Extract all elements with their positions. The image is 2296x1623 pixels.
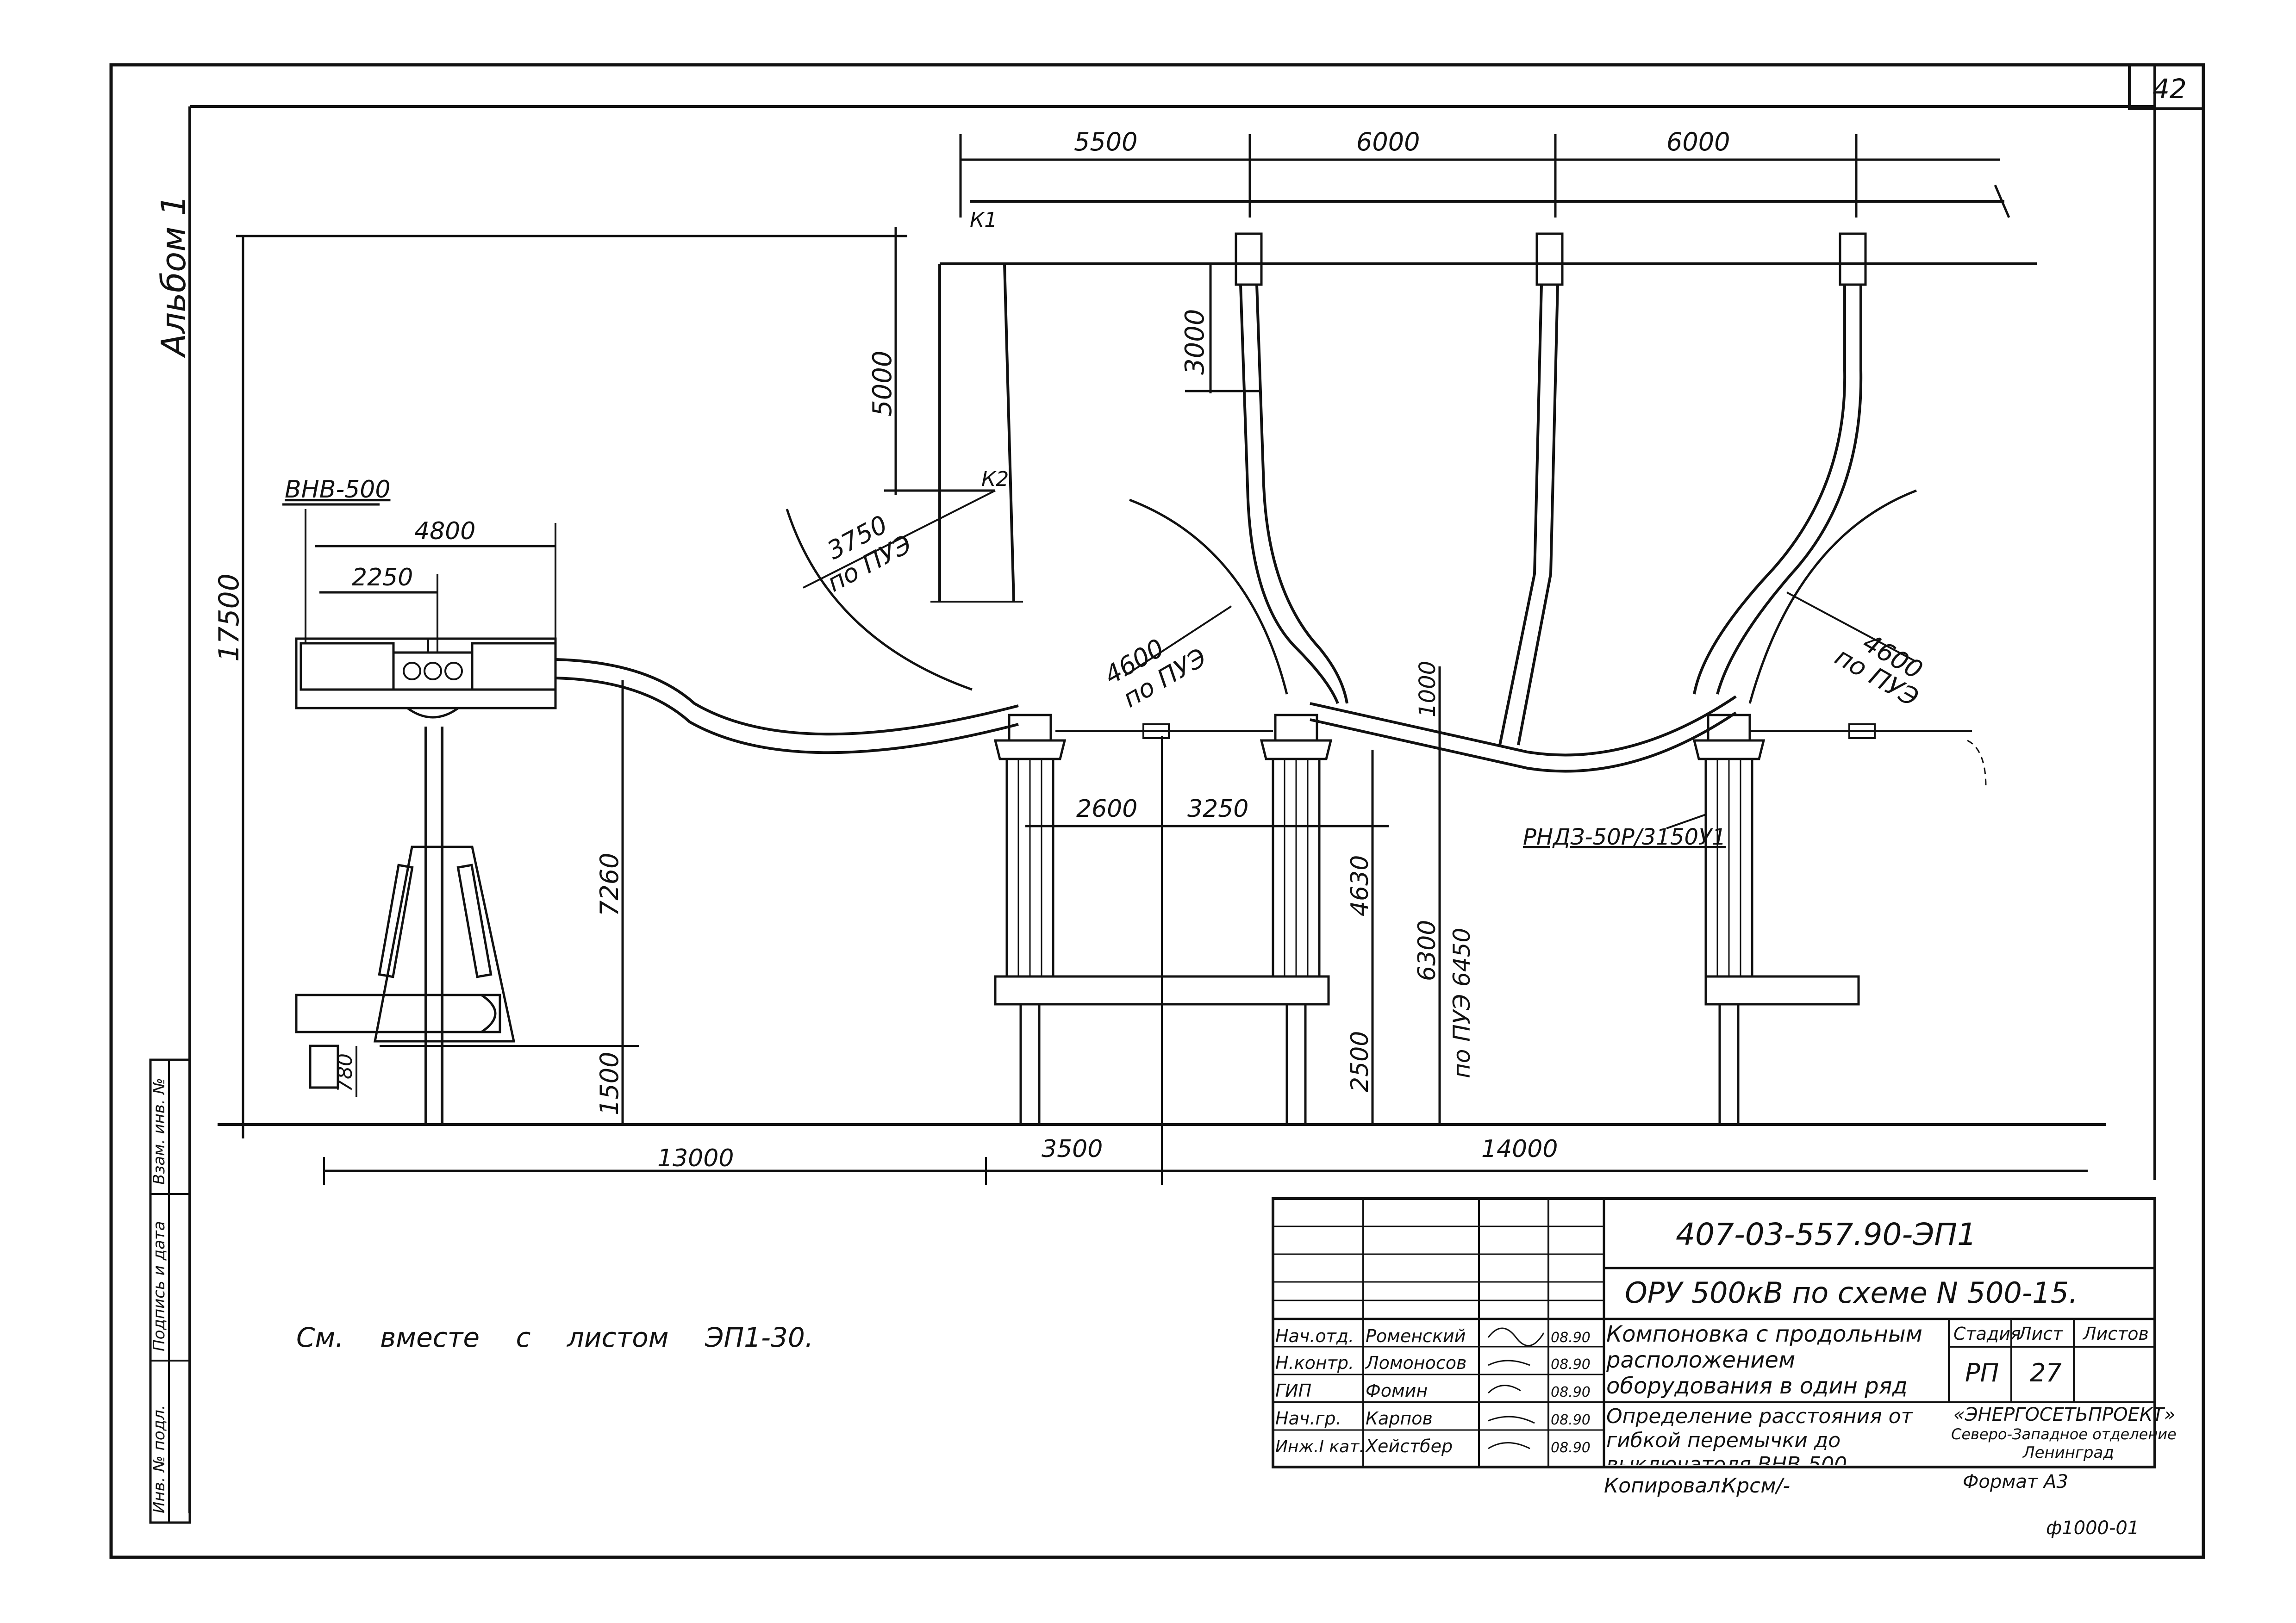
signature-scribbles [1487,1327,1545,1449]
tb-org-dept: Северо-Западное отделение [1951,1425,2177,1443]
tb-object: ОРУ 500кВ по схеме N 500-15. [1625,1276,2078,1310]
tb-role-5: Инж.I кат. [1275,1437,1365,1456]
stamp-replace-inv: Взам. инв. № [150,1078,168,1185]
dim-2600: 2600 [1076,795,1137,823]
top-dimension-chain: 5500 6000 6000 [959,127,2000,218]
tb-date-1: 08.90 [1551,1330,1591,1346]
label-k2: К2 [981,467,1009,491]
tb-name-5: Хейстбер [1365,1436,1453,1456]
dim-2250: 2250 [352,564,413,591]
dim-3250: 3250 [1187,795,1248,823]
dim-1000: 1000 [1415,661,1441,717]
dim-6450: по ПУЭ 6450 [1448,928,1475,1078]
tb-sheet-header: Лист [2017,1324,2064,1344]
dim-6000a: 6000 [1356,127,1420,156]
dim-17500: 17500 [213,573,245,662]
dim-5000-line: 5000 [867,227,995,495]
portal-column: К2 [930,263,1023,603]
stamp-inv-no: Инв. № подл. [150,1405,168,1513]
tb-name-2: Ломоносов [1365,1353,1466,1373]
dim-2500: 2500 [1346,1031,1374,1092]
dim-6300: 6300 [1413,920,1441,981]
stamp-sign-date: Подпись и дата [150,1221,168,1351]
tb-name-3: Фомин [1366,1380,1428,1401]
dim-13000: 13000 [657,1144,734,1172]
tb-role-3: ГИП [1275,1380,1311,1401]
tb-org-city: Ленинград [2022,1443,2114,1462]
sheet-number: 42 [2152,73,2187,105]
dim-1500: 1500 [595,1052,624,1115]
tb-role-2: Н.контр. [1275,1353,1354,1373]
label-k1: К1 [970,208,997,232]
breaker-dims: 4800 2250 [315,517,556,639]
tb-sheet: 27 [2030,1358,2062,1387]
tb-name-4: Карпов [1366,1408,1433,1429]
dim-780: 780 [333,1053,357,1092]
clearance-arc-3750: 3750 по ПУЭ [786,490,996,691]
disconnector-supports: РНДЗ-50Р/3150У1 [993,714,1987,1125]
album-label: Альбом 1 [154,195,193,358]
tb-role-1: Нач.отд. [1275,1326,1354,1346]
title-block: 407-03-557.90-ЭП1 ОРУ 500кВ по схеме N 5… [1272,1197,2177,1539]
side-stamp: Инв. № подл. Подпись и дата Взам. инв. № [149,1058,191,1524]
sheet-number-box: 42 [2128,63,2205,110]
tb-role-4: Нач.гр. [1275,1408,1341,1429]
tb-copied-sign: Крсм/- [1722,1474,1790,1498]
dim-7260: 7260 [595,853,624,916]
tb-copied: Копировал: [1604,1474,1727,1498]
tb-name-1: Роменский [1366,1326,1466,1346]
dim-3000-line: 3000 [1180,264,1259,393]
tb-stage: РП [1965,1358,1999,1387]
tb-sheet-title: Компоновка с продольным расположением об… [1606,1321,1922,1399]
tb-stage-header: Стадия [1953,1324,2021,1344]
flexible-jumper [555,658,1737,773]
dim-3500: 3500 [1042,1135,1103,1163]
height-dims-left: 7260 1500 780 [333,680,639,1125]
tb-format: Формат А3 [1963,1471,2068,1492]
dim-4630: 4630 [1346,855,1374,916]
tb-drawing-title: Определение расстояния от гибкой перемыч… [1606,1405,1913,1465]
middle-dims: 2600 3250 4630 2500 1000 6300 по ПУЭ 645… [1025,661,1475,1175]
dim-14000: 14000 [1481,1135,1558,1163]
dim-6000b: 6000 [1666,127,1730,156]
tb-code: 407-03-557.90-ЭП1 [1676,1217,1977,1252]
dim-3000: 3000 [1180,309,1210,375]
breaker-vnv500: ВНВ-500 [282,476,557,1125]
drop-conductors [1235,232,1867,746]
tb-date-2: 08.90 [1551,1356,1591,1373]
tb-date-3: 08.90 [1551,1384,1591,1400]
tb-sheets-header: Листов [2082,1324,2149,1344]
tb-org-name: «ЭНЕРГОСЕТЬПРОЕКТ» [1953,1404,2175,1425]
tb-date-5: 08.90 [1551,1440,1591,1456]
dim-5500: 5500 [1074,127,1137,156]
ground-and-bottom-dims: 13000 3500 14000 [218,1123,2106,1185]
dim-4800: 4800 [414,517,475,545]
overhead-busbar: К1 [940,185,2037,265]
label-vnv500: ВНВ-500 [285,476,390,504]
see-also-note: См. вместе с листом ЭП1-30. [296,1322,813,1353]
tb-form-code: ф1000-01 [2046,1517,2139,1539]
label-rndz: РНДЗ-50Р/3150У1 [1523,824,1726,850]
dim-5000: 5000 [867,350,898,417]
tb-date-4: 08.90 [1551,1412,1591,1428]
